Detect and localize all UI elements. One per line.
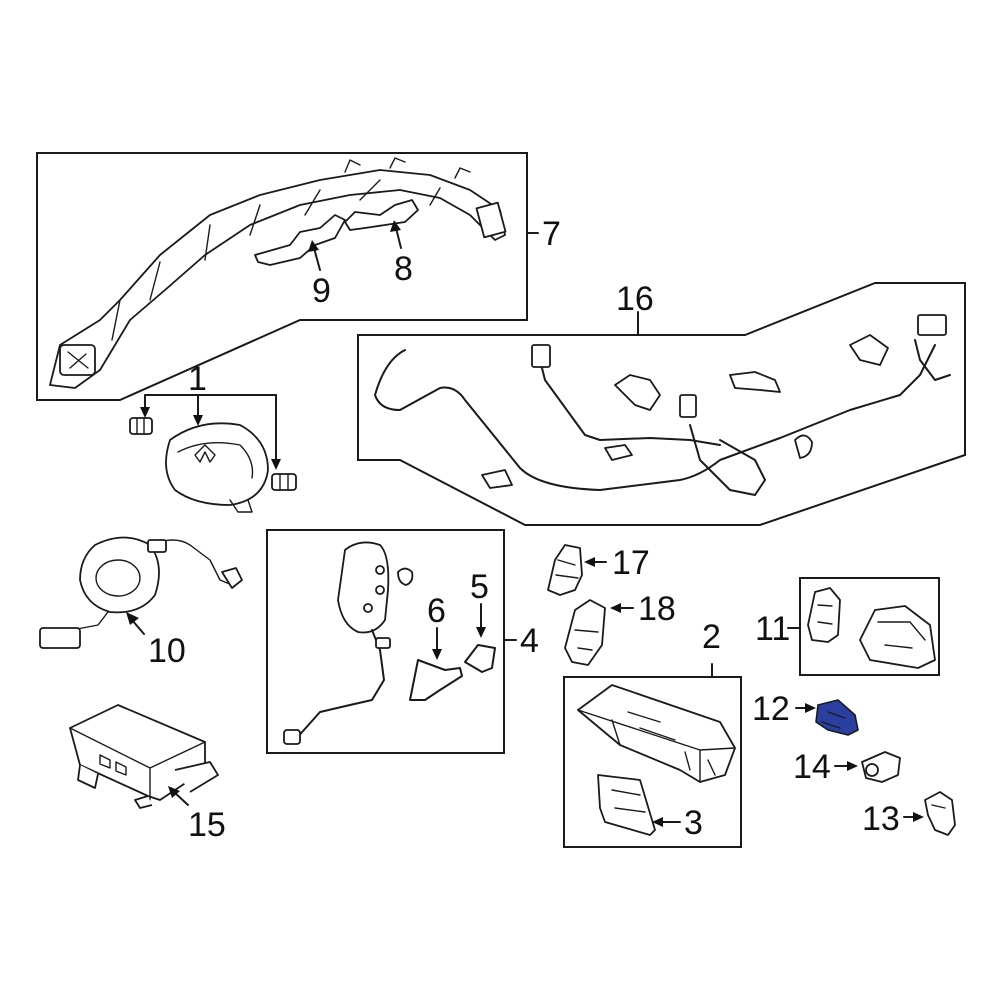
group-box-16 — [357, 282, 966, 526]
wire-harness-group — [357, 282, 966, 526]
bolt-right[interactable] — [271, 473, 297, 491]
callout-2: 2 — [702, 618, 721, 656]
callout-labels: 1 2 3 4 5 6 7 8 9 10 11 12 13 14 15 16 1… — [148, 215, 900, 844]
srs-control-unit[interactable] — [69, 704, 206, 801]
passenger-airbag-group — [563, 663, 742, 848]
callout-15: 15 — [188, 806, 226, 844]
callout-3: 3 — [684, 804, 703, 842]
sensor-part-18[interactable] — [564, 599, 606, 666]
driver-airbag-group — [129, 394, 297, 513]
bracket-part-8[interactable] — [344, 199, 419, 231]
logo-icon — [194, 444, 216, 463]
group-box-11 — [799, 577, 940, 676]
group-box-4 — [266, 529, 505, 754]
group-box-2 — [563, 676, 742, 848]
bolt-left[interactable] — [129, 417, 153, 435]
callout-10: 10 — [148, 632, 186, 670]
callout-12: 12 — [752, 690, 790, 728]
callout-4: 4 — [520, 622, 539, 660]
wire-clip-part-5[interactable] — [464, 644, 496, 673]
curtain-airbag-group — [36, 152, 539, 401]
callout-8: 8 — [394, 250, 413, 288]
callout-16: 16 — [616, 280, 654, 318]
callout-9: 9 — [312, 272, 331, 310]
callout-6: 6 — [427, 592, 446, 630]
bracket-part-11-right[interactable] — [859, 605, 936, 669]
sensor-part-14-group — [834, 751, 901, 783]
callout-11: 11 — [755, 610, 790, 648]
driver-airbag-module[interactable] — [165, 422, 269, 506]
sensor-group-17-18 — [547, 544, 634, 666]
clockspring[interactable] — [79, 536, 160, 614]
group-box-7 — [36, 152, 528, 401]
clockspring-group — [39, 536, 243, 649]
callout-17: 17 — [612, 544, 650, 582]
callout-18: 18 — [638, 590, 676, 628]
sensor-part-13[interactable] — [924, 791, 956, 836]
callout-13: 13 — [862, 800, 900, 838]
highlighted-part-group — [795, 699, 859, 736]
srs-unit-group — [69, 704, 219, 809]
wire-harness[interactable] — [374, 344, 936, 491]
side-airbag-module[interactable] — [337, 541, 390, 634]
callout-7: 7 — [542, 215, 561, 253]
bracket-part-3[interactable] — [597, 774, 656, 836]
side-airbag-group — [266, 529, 517, 754]
impact-sensor-part-12[interactable] — [815, 699, 859, 736]
curtain-airbag[interactable] — [49, 169, 506, 389]
callout-1: 1 — [188, 360, 207, 398]
bracket-part-9[interactable] — [254, 214, 346, 266]
sensor-part-13-group — [903, 791, 956, 836]
bracket-group-11 — [787, 577, 940, 676]
bracket-part-11-left[interactable] — [807, 587, 841, 643]
wire-clip-part-6[interactable] — [409, 659, 463, 701]
sensor-part-17[interactable] — [547, 544, 583, 596]
callout-5: 5 — [470, 568, 489, 606]
callout-14: 14 — [793, 748, 831, 786]
